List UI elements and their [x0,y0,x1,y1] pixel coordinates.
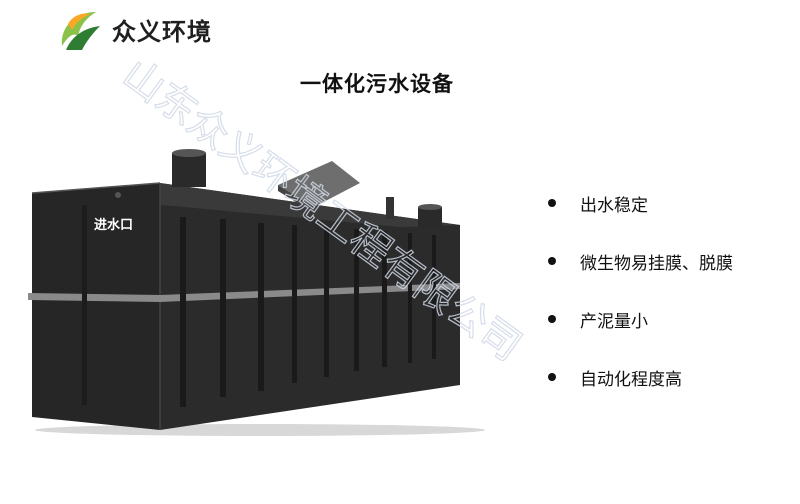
feature-label: 自动化程度高 [580,369,682,390]
brand-name: 众义环境 [112,18,212,46]
feature-label: 微生物易挂膜、脱膜 [580,253,733,274]
bullet-icon [548,199,556,207]
bullet-icon [548,315,556,323]
bullet-icon [548,257,556,265]
sewage-tank-equipment-image: 进水口 [28,149,485,436]
bullet-icon [548,373,556,381]
list-item: 出水稳定 [548,174,733,232]
list-item: 微生物易挂膜、脱膜 [548,232,733,290]
page-title: 一体化污水设备 [300,72,454,96]
feature-label: 出水稳定 [580,195,648,216]
list-item: 产泥量小 [548,290,733,348]
brand-logo-icon [61,12,100,50]
feature-label: 产泥量小 [580,311,648,332]
feature-list: 出水稳定 微生物易挂膜、脱膜 产泥量小 自动化程度高 [548,174,733,406]
inlet-label: 进水口 [94,217,133,233]
list-item: 自动化程度高 [548,348,733,406]
